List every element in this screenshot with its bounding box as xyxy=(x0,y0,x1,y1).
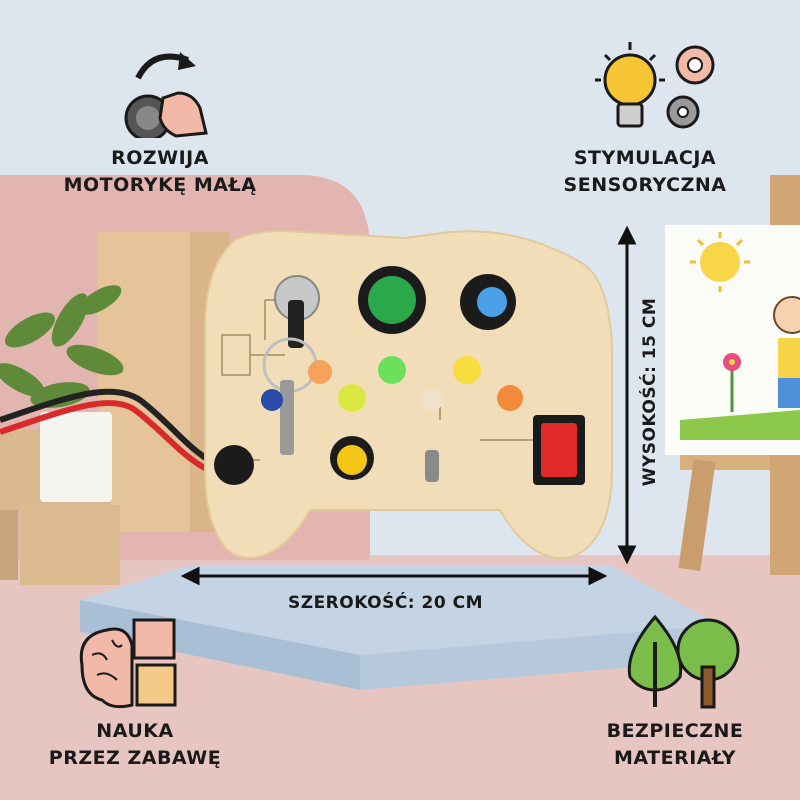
lightbulb-gears-icon xyxy=(595,42,715,129)
key-icon xyxy=(288,300,304,348)
feature-fine-motor-line1: ROZWIJA xyxy=(111,147,209,169)
feature-safe-line1: BEZPIECZNE xyxy=(606,720,744,742)
drawing-child xyxy=(773,296,800,408)
led-green xyxy=(378,356,406,384)
led-red-orange xyxy=(497,385,523,411)
feature-sensory: STYMULACJA SENSORYCZNA xyxy=(530,145,760,199)
feature-learning-line2: PRZEZ ZABAWĘ xyxy=(48,747,222,769)
wooden-block xyxy=(0,510,18,580)
feature-safe: BEZPIECZNE MATERIAŁY xyxy=(570,718,780,772)
feature-learning-line1: NAUKA xyxy=(96,720,174,742)
led-orange xyxy=(308,360,332,384)
feature-fine-motor: ROZWIJA MOTORYKĘ MAŁĄ xyxy=(35,145,285,199)
plant xyxy=(0,285,124,408)
led-blue xyxy=(261,389,283,411)
green-button xyxy=(368,276,416,324)
led-yellow-green xyxy=(338,384,366,412)
led-yellow xyxy=(453,356,481,384)
feature-sensory-line2: SENSORYCZNA xyxy=(563,174,727,196)
drawing-grass xyxy=(680,410,800,440)
wooden-block xyxy=(20,505,120,585)
height-dimension-label: WYSOKOŚĆ: 15 CM xyxy=(640,297,660,487)
brain-puzzle-icon xyxy=(79,618,177,709)
feature-safe-line2: MATERIAŁY xyxy=(614,747,736,769)
spare-key xyxy=(280,380,294,455)
drawing-sun xyxy=(690,232,750,292)
plant-pot xyxy=(40,412,112,502)
pedestal-top xyxy=(80,565,720,655)
width-dimension-label: SZEROKOŚĆ: 20 CM xyxy=(288,593,483,613)
yellow-button xyxy=(337,445,367,475)
blue-knob xyxy=(477,287,507,317)
height-arrow xyxy=(617,225,637,565)
feature-fine-motor-line2: MOTORYKĘ MAŁĄ xyxy=(63,174,257,196)
toggle-switch xyxy=(425,450,439,482)
trees-icon xyxy=(627,614,740,709)
led-white xyxy=(421,389,443,411)
width-arrow xyxy=(180,566,608,586)
pedestal-side xyxy=(360,625,720,690)
feature-sensory-line1: STYMULACJA xyxy=(573,147,717,169)
hand-turning-knob-icon xyxy=(124,52,208,138)
power-socket xyxy=(214,445,254,485)
wooden-block xyxy=(98,232,190,532)
drawing-flower xyxy=(723,353,741,412)
feature-learning: NAUKA PRZEZ ZABAWĘ xyxy=(20,718,250,772)
rocker-switch xyxy=(541,423,577,477)
